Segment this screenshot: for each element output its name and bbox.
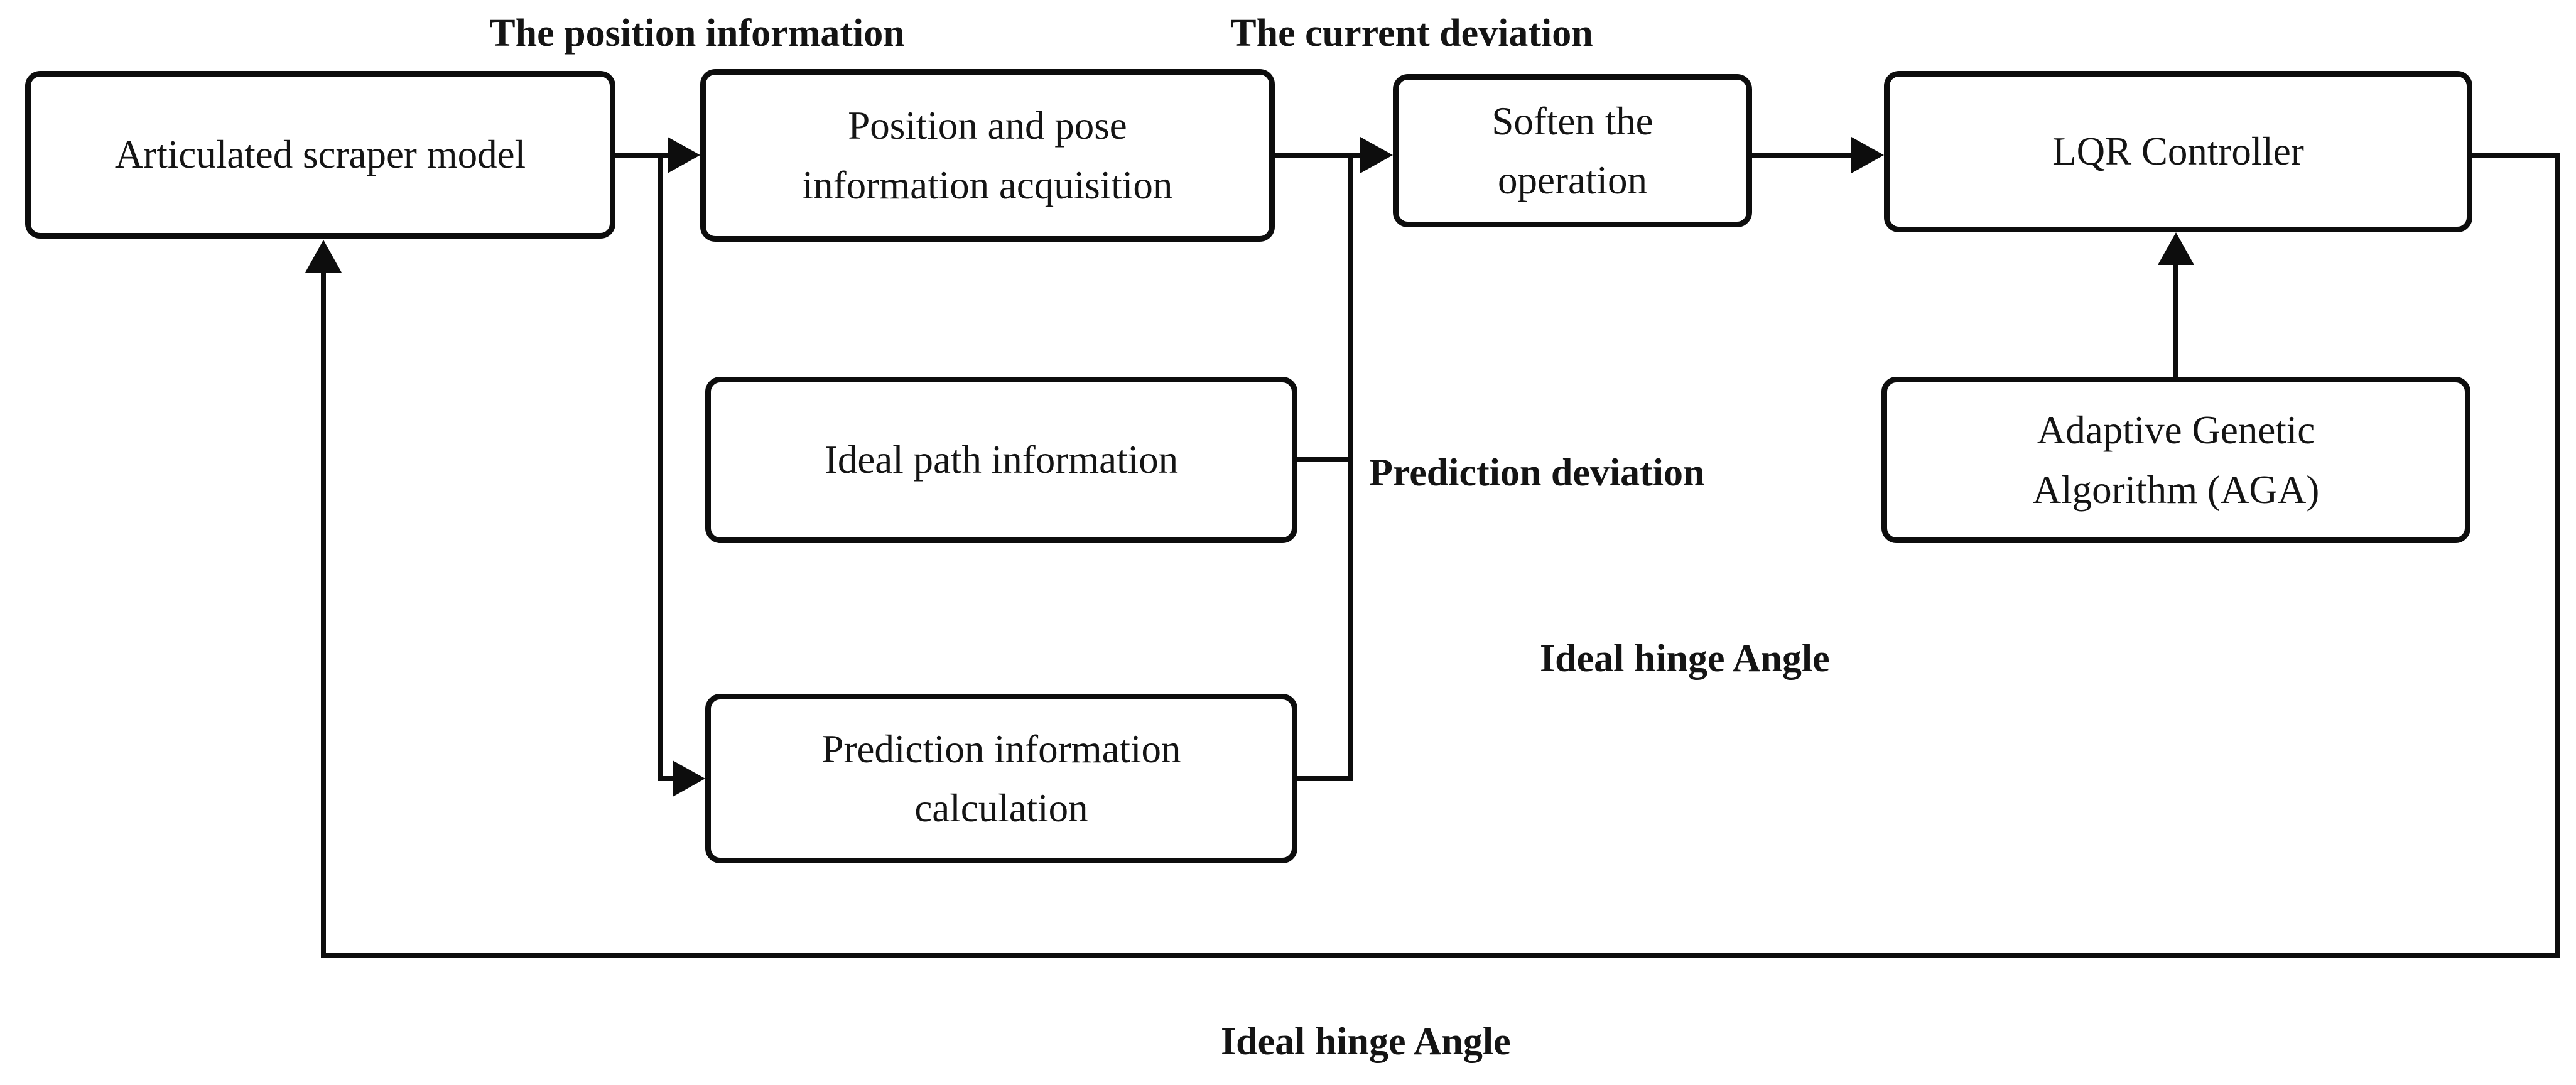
- box-lqr-controller-line-1: LQR Controller: [2052, 129, 2304, 174]
- box-ideal-path-information: Ideal path information: [705, 377, 1297, 543]
- connector-model-to-acquisition: [615, 153, 673, 158]
- arrowhead-into-lqr: [1851, 137, 1884, 173]
- label-ideal-hinge-angle-middle: Ideal hinge Angle: [1540, 637, 1830, 680]
- feedback-left-vertical: [321, 271, 326, 958]
- box-adaptive-genetic-algorithm-line-2: Algorithm (AGA): [2032, 467, 2320, 512]
- arrowhead-into-soften: [1360, 137, 1393, 173]
- box-position-pose-acquisition-line-2: information acquisition: [802, 163, 1173, 207]
- stub-ideal-path-to-junction: [1297, 457, 1353, 462]
- branch-elbow-to-prediction: [658, 776, 677, 781]
- arrowhead-into-prediction-calculation: [673, 760, 705, 797]
- box-soften-operation-line-2: operation: [1498, 158, 1647, 202]
- arrowhead-into-scraper-model: [305, 240, 342, 273]
- junction-deviation-vertical: [1348, 153, 1353, 780]
- box-position-pose-acquisition: Position and pose information acquisitio…: [700, 69, 1275, 242]
- connector-aga-to-lqr: [2173, 264, 2178, 377]
- box-prediction-information-calculation-line-1: Prediction information: [821, 726, 1181, 771]
- box-articulated-scraper-model: Articulated scraper model: [25, 71, 615, 239]
- box-adaptive-genetic-algorithm-line-1: Adaptive Genetic: [2037, 408, 2315, 452]
- box-prediction-information-calculation: Prediction information calculation: [705, 694, 1297, 863]
- label-prediction-deviation: Prediction deviation: [1369, 451, 1705, 494]
- feedback-right-vertical: [2555, 153, 2560, 958]
- connector-acquisition-to-soften: [1275, 153, 1364, 158]
- box-position-pose-acquisition-line-1: Position and pose: [848, 104, 1127, 148]
- label-position-information: The position information: [489, 12, 905, 55]
- arrowhead-into-acquisition: [668, 137, 700, 173]
- label-current-deviation: The current deviation: [1230, 12, 1593, 55]
- box-adaptive-genetic-algorithm: Adaptive Genetic Algorithm (AGA): [1881, 377, 2470, 543]
- box-articulated-scraper-model-line-1: Articulated scraper model: [114, 132, 526, 177]
- box-prediction-information-calculation-line-2: calculation: [914, 786, 1088, 830]
- stub-prediction-calc-to-junction: [1297, 776, 1353, 781]
- box-soften-operation: Soften the operation: [1393, 74, 1752, 227]
- arrowhead-into-lqr-bottom: [2158, 232, 2194, 265]
- box-soften-operation-line-1: Soften the: [1491, 99, 1653, 143]
- box-ideal-path-information-line-1: Ideal path information: [824, 438, 1179, 482]
- label-ideal-hinge-angle-bottom: Ideal hinge Angle: [1221, 1020, 1511, 1063]
- feedback-bottom-horizontal: [321, 953, 2560, 958]
- connector-soften-to-lqr: [1752, 153, 1854, 158]
- box-lqr-controller: LQR Controller: [1884, 71, 2472, 232]
- branch-position-info-vertical: [658, 153, 663, 780]
- feedback-right-horizontal: [2472, 153, 2560, 158]
